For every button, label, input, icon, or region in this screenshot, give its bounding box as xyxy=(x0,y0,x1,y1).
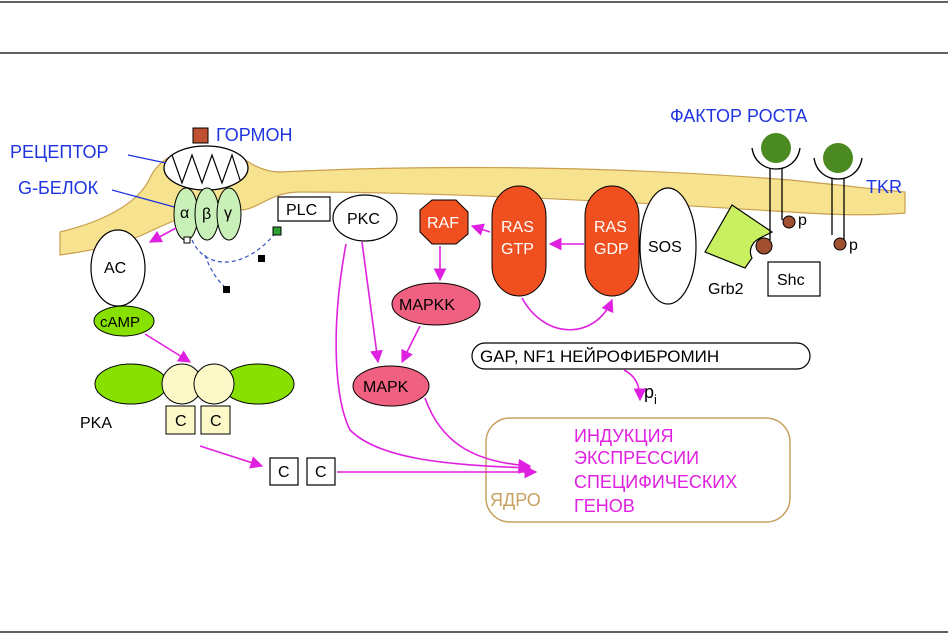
dashed-path-branch xyxy=(204,254,229,291)
sos-ellipse xyxy=(639,187,697,305)
nucleus-box xyxy=(485,417,791,523)
ras-gdp-shape xyxy=(584,185,640,297)
camp-label: cAMP xyxy=(100,314,140,331)
g-protein-label: G-БЕЛОК xyxy=(18,178,99,198)
arrow-pkc-to-nucleus xyxy=(335,243,532,474)
beta-label: β xyxy=(202,206,211,223)
growth-factor-ball-2 xyxy=(823,143,853,173)
free-c-label-1: C xyxy=(278,464,290,481)
pkc-label: PKC xyxy=(347,211,380,228)
sos-label: SOS xyxy=(648,239,682,256)
mapk-label: MAPK xyxy=(363,379,409,396)
pka-c-box-1 xyxy=(165,405,196,435)
arrow-gtp-to-gdp-cycle xyxy=(521,297,614,331)
ras-gtp-label-2: GTP xyxy=(501,241,534,258)
free-c-box-2 xyxy=(306,457,336,486)
plc-box xyxy=(277,196,331,222)
pi-label: pi xyxy=(644,382,657,407)
growth-factor-label: ФАКТОР РОСТА xyxy=(670,106,807,126)
hormone-square xyxy=(192,127,209,144)
phosphate-label-1: p xyxy=(798,212,807,229)
arrow-pka-to-c xyxy=(199,445,264,469)
pkc-ellipse xyxy=(332,194,398,242)
shc-ligand-dot xyxy=(755,237,773,255)
tkr-label: TKR xyxy=(866,177,902,197)
shc-label: Shc xyxy=(777,272,805,289)
ras-gdp-label-2: GDP xyxy=(594,241,629,258)
mapk-ellipse xyxy=(352,365,430,407)
camp-ellipse xyxy=(93,305,155,337)
gap-box xyxy=(471,342,811,370)
mapkk-ellipse xyxy=(391,282,481,326)
pka-left-ellipse xyxy=(94,363,168,405)
arrow-mapkk-to-mapk xyxy=(401,325,421,364)
g-alpha-marker xyxy=(183,236,191,244)
phosphate-dot-2 xyxy=(833,237,847,251)
raf-label: RAF xyxy=(427,215,459,232)
dashed-marker-2 xyxy=(258,255,265,262)
tkr-cup-2 xyxy=(813,157,863,180)
phosphate-label-2: p xyxy=(849,237,858,254)
pka-c-label-1: C xyxy=(175,413,187,430)
raf-shape xyxy=(419,199,469,245)
free-c-box-1 xyxy=(269,457,299,486)
ras-gtp-label-1: RAS xyxy=(501,219,534,236)
pka-c-box-2 xyxy=(200,405,231,435)
arrow-camp-to-pka xyxy=(144,333,192,363)
arrow-ras-gtp-to-raf xyxy=(470,223,491,236)
pka-c-label-2: C xyxy=(210,413,222,430)
free-c-label-2: C xyxy=(315,464,327,481)
receptor-pointer xyxy=(127,154,167,164)
ras-gtp-shape xyxy=(491,185,547,297)
induction-line-1: ИНДУКЦИЯ xyxy=(574,426,674,446)
dashed-activation-path xyxy=(191,229,279,263)
g-gamma-subunit xyxy=(216,187,242,241)
pka-label: PKA xyxy=(80,415,112,432)
arrow-mapk-to-nucleus xyxy=(424,397,532,472)
mapkk-label: MAPKK xyxy=(399,297,455,314)
dashed-marker-1 xyxy=(223,286,230,293)
g-protein-pointer xyxy=(111,189,179,209)
plc-label: PLC xyxy=(286,202,317,219)
arrow-g-to-ac xyxy=(148,227,177,243)
induction-line-2: ЭКСПРЕССИИ xyxy=(574,448,699,468)
nucleus-label: ЯДРО xyxy=(490,490,541,510)
ac-label: AC xyxy=(104,260,126,277)
induction-line-4: ГЕНОВ xyxy=(574,496,635,516)
receptor-zigzag xyxy=(171,153,241,185)
ras-gdp-label-1: RAS xyxy=(594,219,627,236)
tkr-cup-1 xyxy=(751,147,801,170)
arrow-gap-to-pi xyxy=(623,369,647,402)
dashed-marker-3 xyxy=(272,226,282,236)
phosphate-dot-1 xyxy=(782,215,796,229)
gap-label: GAP, NF1 НЕЙРОФИБРОМИН xyxy=(480,347,719,366)
shc-box xyxy=(767,261,821,297)
growth-factor-ball-1 xyxy=(761,133,791,163)
hormone-label: ГОРМОН xyxy=(216,125,293,145)
arrow-pkc-to-mapk xyxy=(361,241,383,364)
alpha-label: α xyxy=(180,205,189,222)
grb2-label: Grb2 xyxy=(708,281,744,298)
induction-line-3: СПЕЦИФИЧЕСКИХ xyxy=(574,472,737,492)
grb2-shape xyxy=(704,204,774,269)
pka-reg-circle-2 xyxy=(193,363,235,405)
receptor-label: РЕЦЕПТОР xyxy=(10,142,108,162)
gamma-label: γ xyxy=(224,205,232,222)
